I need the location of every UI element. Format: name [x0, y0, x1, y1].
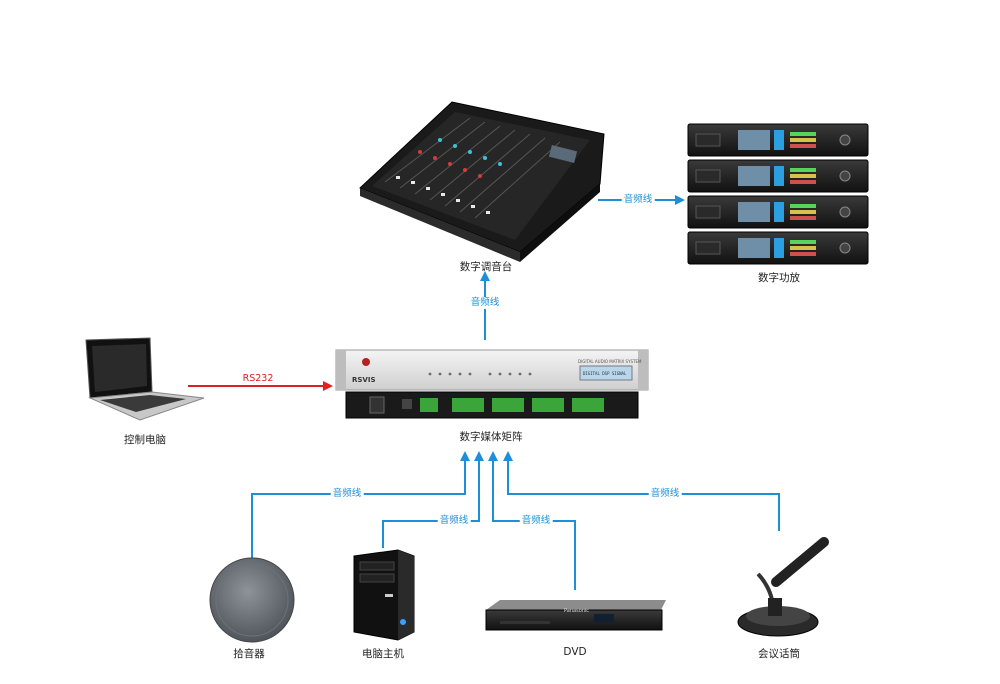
- mic-label: 会议话筒: [758, 648, 800, 660]
- pickup-label: 拾音器: [233, 648, 265, 660]
- link-label-pickup-matrix: 音频线: [330, 488, 364, 500]
- laptop-image: [85, 337, 205, 421]
- link-label-matrix-mixer: 音频线: [468, 297, 502, 309]
- matrix-label: 数字媒体矩阵: [459, 431, 523, 443]
- dvd-player-image: Panasonic: [485, 600, 666, 631]
- mixer-label: 数字调音台: [459, 261, 513, 273]
- dvd-brand: Panasonic: [564, 608, 589, 614]
- link-label-mixer-amp: 音频线: [621, 194, 655, 206]
- matrix-lcd: DIGITAL DSP SIGNAL: [583, 371, 627, 376]
- audio-line-mic-matrix: [503, 451, 780, 531]
- matrix-image: RSVIS DIGITAL AUDIO MATRIX SYSTEM DIGITA…: [335, 349, 649, 419]
- pc-label: 电脑主机: [362, 648, 404, 660]
- link-label-pc-matrix: 音频线: [437, 515, 471, 527]
- mic-image: [737, 537, 829, 637]
- pc-tower-image: [353, 549, 415, 641]
- amplifier-stack-image: [687, 123, 869, 265]
- audio-line-pc-matrix: [382, 451, 484, 548]
- mixer-image: [359, 101, 605, 262]
- amp-unit: [687, 195, 869, 229]
- amp-unit: [687, 159, 869, 193]
- pickup-image: [209, 557, 295, 643]
- matrix-brand: RSVIS: [352, 376, 376, 384]
- amp-unit: [687, 123, 869, 157]
- link-label-dvd-matrix: 音频线: [519, 515, 553, 527]
- laptop-label: 控制电脑: [124, 434, 166, 446]
- audio-line-pickup-matrix: [251, 451, 470, 558]
- link-label-laptop-matrix: RS232: [242, 373, 274, 384]
- dvd-label: DVD: [563, 646, 587, 658]
- amp-unit: [687, 231, 869, 265]
- matrix-model-text: DIGITAL AUDIO MATRIX SYSTEM: [578, 359, 642, 364]
- amp-label: 数字功放: [758, 272, 800, 284]
- link-label-mic-matrix: 音频线: [648, 488, 682, 500]
